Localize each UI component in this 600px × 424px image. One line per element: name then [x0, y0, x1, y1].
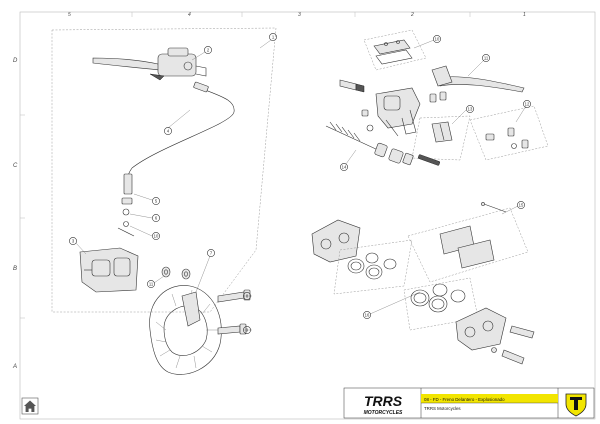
row-label-b: B: [13, 266, 17, 272]
brake-disc: [149, 285, 222, 375]
svg-text:2: 2: [207, 48, 210, 53]
trrs-shield-icon: [565, 393, 587, 417]
callout-11: 11: [147, 280, 155, 288]
column-label-5: 5: [68, 12, 71, 18]
svg-text:8: 8: [246, 294, 249, 299]
brand-wordmark: TRRS: [364, 393, 403, 409]
callout-2: 2: [204, 46, 212, 54]
row-label-d: D: [13, 58, 18, 64]
svg-text:14: 14: [342, 165, 347, 170]
callout-right-15: 15: [517, 201, 525, 209]
caliper-half-outer: [311, 219, 361, 263]
caliper-seal-rings: [347, 252, 397, 280]
left-leader-lines: [75, 39, 272, 331]
caliper-bolts-right: [491, 325, 535, 365]
callout-right-11: 11: [482, 54, 490, 62]
master-cylinder-small-parts: [361, 91, 447, 132]
svg-text:10: 10: [154, 234, 159, 239]
bleed-fitting: [339, 79, 365, 93]
column-dividers: [20, 12, 471, 319]
svg-text:12: 12: [525, 102, 530, 107]
svg-text:16: 16: [365, 313, 370, 318]
home-icon: [24, 400, 36, 412]
caliper-pistons: [410, 283, 466, 313]
banjo-fittings: [117, 197, 135, 237]
brand-subtitle: MOTORCYCLES: [364, 410, 403, 416]
callout-5: 5: [152, 197, 160, 205]
title-block: TRRS MOTORCYCLES 08 - FD - Freno Delante…: [343, 387, 595, 419]
brake-hose: [123, 81, 235, 195]
left-assembly-boundary: [51, 27, 277, 313]
caliper-half-inner: [455, 307, 507, 351]
caliper-washers: [161, 266, 191, 280]
pad-pin: [481, 202, 507, 213]
callout-10: 10: [152, 232, 160, 240]
column-label-2: 2: [410, 12, 414, 18]
callout-1: 1: [269, 33, 277, 41]
brake-pads: [439, 225, 495, 269]
svg-text:9: 9: [246, 328, 249, 333]
piston-spring-assembly: [325, 121, 440, 166]
svg-text:5: 5: [155, 199, 158, 204]
svg-text:3: 3: [72, 239, 75, 244]
callout-right-16: 16: [363, 311, 371, 319]
callout-8: 8: [243, 292, 251, 300]
column-label-3: 3: [298, 12, 301, 18]
callout-right-12: 12: [523, 100, 531, 108]
callout-9: 9: [243, 326, 251, 334]
svg-text:11: 11: [484, 56, 489, 61]
reservoir-cap-group-boundary: [363, 29, 427, 71]
piston-kit-parts: [431, 121, 453, 143]
caliper-seal-group-boundary: [333, 239, 413, 295]
svg-text:6: 6: [155, 216, 158, 221]
company-name: TRRS Motorcycles: [424, 406, 461, 411]
seal-kit-boundary: [469, 105, 549, 161]
row-label-c: C: [13, 163, 18, 169]
brake-lever: [431, 65, 525, 93]
svg-text:11: 11: [149, 282, 154, 287]
reservoir-cap-parts: [373, 39, 413, 65]
drawing-frame: [19, 11, 596, 420]
callout-4: 4: [164, 127, 172, 135]
brake-pads-boundary: [407, 207, 529, 283]
row-label-a: A: [12, 364, 17, 370]
piston-kit-boundary: [411, 115, 471, 161]
disc-bolt-lower: [217, 323, 247, 335]
callout-right-14: 14: [340, 163, 348, 171]
svg-text:15: 15: [519, 203, 524, 208]
master-cylinder-body: [375, 87, 421, 137]
seal-kit-parts: [485, 127, 529, 149]
callout-3: 3: [69, 237, 77, 245]
callout-right-10: 10: [433, 35, 441, 43]
drawing-title: 08 - FD - Freno Delantero - Explosionado: [424, 397, 505, 402]
callout-6: 6: [152, 214, 160, 222]
caliper-piston-group-boundary: [403, 277, 479, 331]
title-bar: [421, 394, 558, 403]
callout-right-13: 13: [466, 105, 474, 113]
svg-text:1: 1: [272, 35, 275, 40]
master-cylinder-assembly: [92, 47, 207, 81]
home-button[interactable]: [21, 397, 39, 415]
column-label-1: 1: [523, 12, 526, 18]
svg-text:13: 13: [468, 107, 473, 112]
column-label-4: 4: [188, 12, 191, 18]
front-caliper-left: [79, 247, 139, 293]
right-leader-lines: [345, 39, 527, 315]
svg-text:4: 4: [167, 129, 170, 134]
callout-7: 7: [207, 249, 215, 257]
svg-text:7: 7: [210, 251, 213, 256]
svg-text:10: 10: [435, 37, 440, 42]
